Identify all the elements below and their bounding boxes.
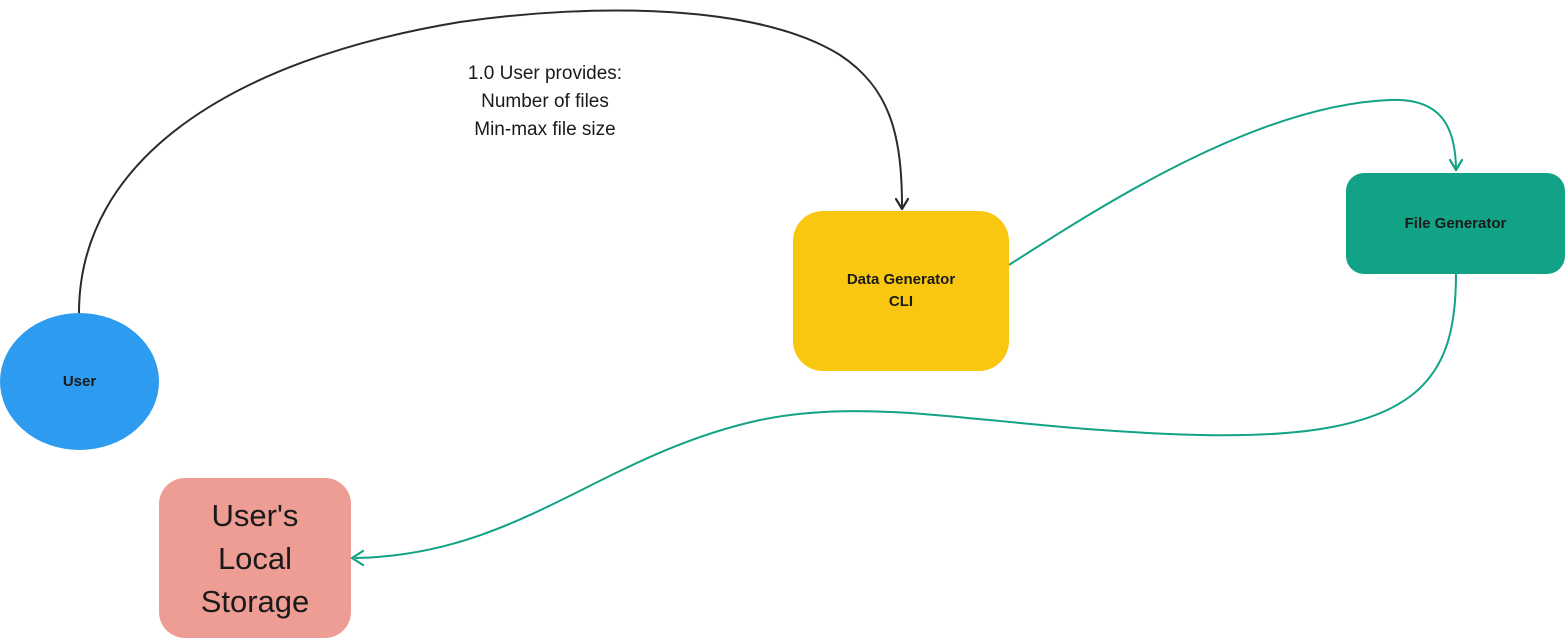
edge-user-to-data-generator (78, 9, 903, 314)
user-node-label: User (62, 372, 97, 390)
local-storage-node-label: User's Local Storage (200, 497, 310, 619)
file-generator-node-label: File Generator (1404, 214, 1507, 232)
edge-label-user-provides: 1.0 User provides: Number of files Min-m… (467, 63, 623, 140)
data-generator-node[interactable]: Data Generator CLI (793, 211, 1009, 371)
user-node[interactable]: User (0, 313, 159, 450)
arrowhead-file-generator (1448, 158, 1464, 172)
edge-file-generator-to-local-storage (354, 273, 1457, 559)
arrowhead-data-generator (894, 197, 910, 211)
data-generator-node-label: Data Generator CLI (846, 271, 956, 310)
arrowhead-local-storage (350, 549, 365, 567)
edge-data-generator-to-file-generator (1008, 98, 1457, 266)
local-storage-node[interactable]: User's Local Storage (159, 478, 351, 638)
file-generator-node[interactable]: File Generator (1346, 173, 1565, 274)
